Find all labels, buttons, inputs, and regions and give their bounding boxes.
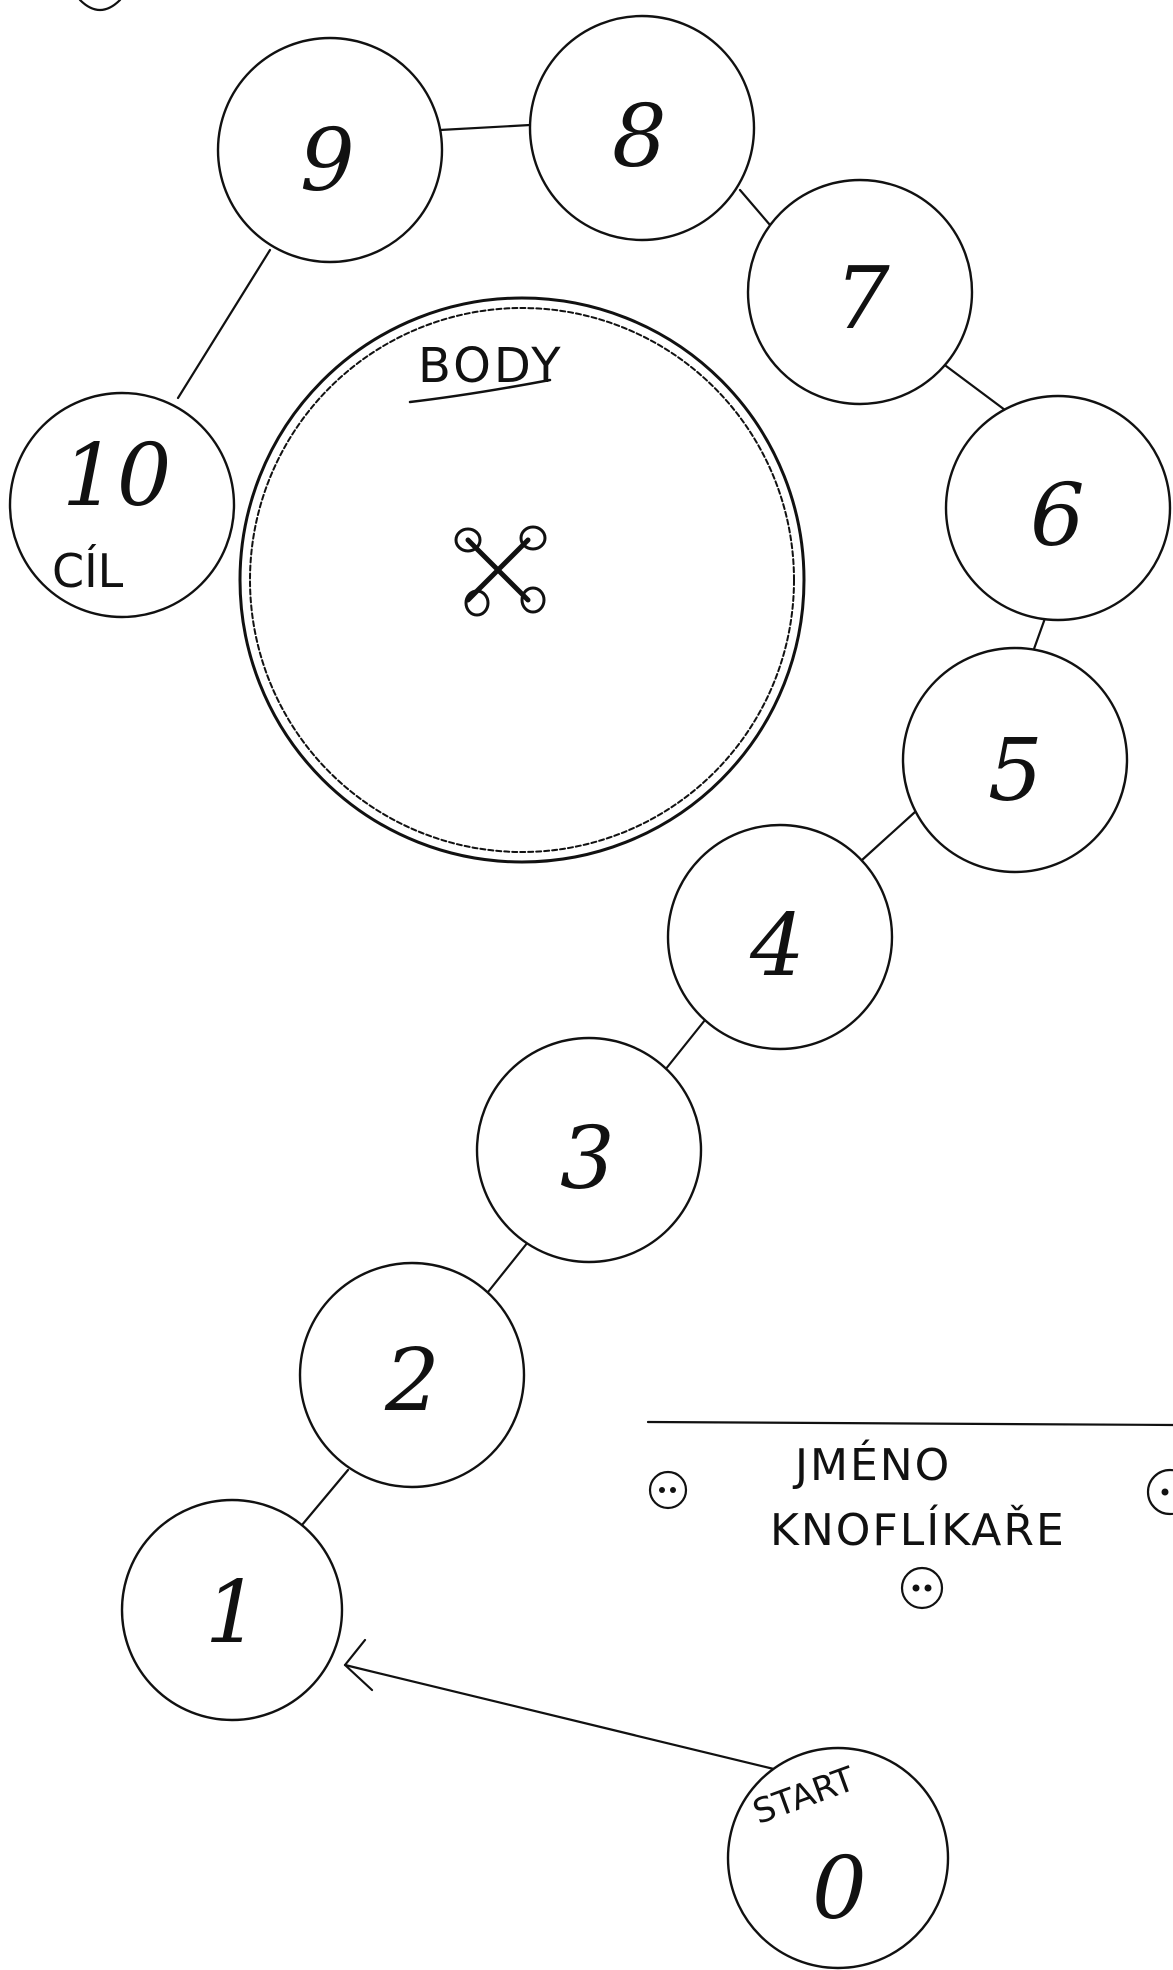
node-3-number: 3	[560, 1109, 615, 1209]
connector-0-1	[345, 1665, 778, 1770]
connector-7-8	[740, 190, 770, 225]
corner-fragment	[80, 0, 120, 10]
node-10: 10 CÍL	[10, 393, 234, 617]
node-7: 7	[748, 180, 972, 404]
node-9-number: 9	[300, 111, 355, 211]
node-2: 2	[300, 1263, 524, 1487]
node-6-number: 6	[1030, 466, 1085, 566]
name-area: JMÉNO KNOFLÍKAŘE	[648, 1422, 1173, 1608]
node-9: 9	[218, 38, 442, 262]
node-3: 3	[477, 1038, 701, 1262]
node-6: 6	[946, 396, 1170, 620]
button-icon-right	[1148, 1470, 1173, 1514]
score-area: BODY	[240, 298, 804, 862]
node-0: 0 START	[728, 1748, 948, 1968]
connector-1-2	[302, 1470, 348, 1525]
node-10-tag: CÍL	[52, 544, 124, 598]
node-4-number: 4	[749, 896, 805, 996]
button-icon	[456, 527, 545, 615]
node-4: 4	[668, 825, 892, 1049]
node-1-number: 1	[205, 1563, 260, 1663]
node-8: 8	[530, 16, 754, 240]
node-5: 5	[903, 648, 1127, 872]
name-line	[648, 1422, 1173, 1425]
node-5-number: 5	[988, 721, 1043, 821]
connector-2-3	[488, 1242, 528, 1292]
connector-9-10	[178, 250, 270, 398]
node-1: 1	[122, 1500, 342, 1720]
score-title: BODY	[418, 338, 564, 394]
button-icon-left	[650, 1472, 686, 1508]
button-icon-center	[902, 1568, 942, 1608]
connector-8-9	[440, 125, 530, 130]
node-8-number: 8	[612, 87, 667, 187]
node-7-number: 7	[835, 249, 890, 349]
connector-6-7	[938, 360, 1005, 410]
name-label-line1: JMÉNO	[792, 1438, 951, 1491]
node-0-number: 0	[812, 1839, 867, 1939]
connector-4-5	[862, 812, 915, 860]
connector-3-4	[665, 1020, 705, 1070]
node-2-number: 2	[384, 1331, 440, 1431]
node-10-number: 10	[62, 426, 171, 526]
name-label-line2: KNOFLÍKAŘE	[770, 1503, 1066, 1556]
